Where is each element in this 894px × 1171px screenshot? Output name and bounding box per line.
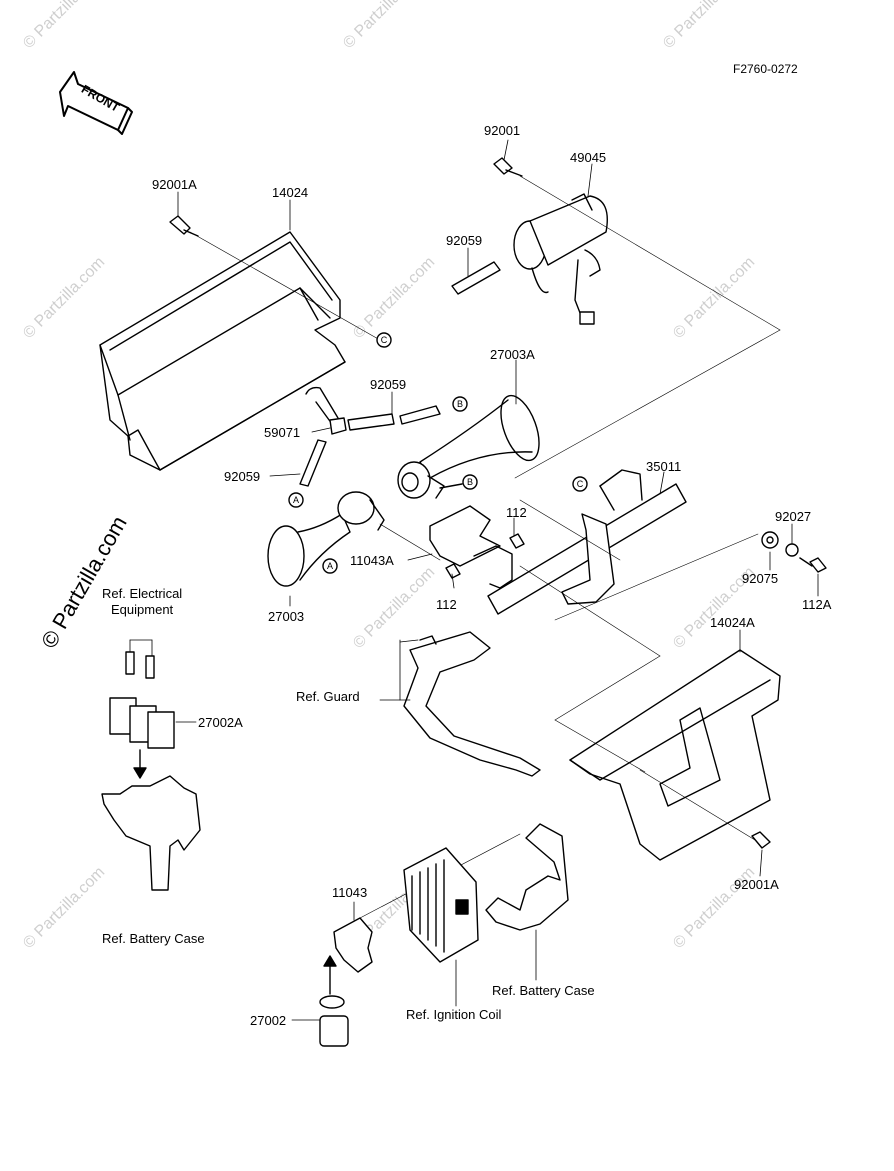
relay-27002 — [291, 955, 349, 1047]
nut-92075 — [761, 531, 779, 549]
part-label-27003: 27003 — [268, 609, 305, 624]
ref-battery-case-left: Ref. Battery Case — [102, 931, 205, 946]
solenoid-49045 — [513, 175, 781, 479]
ref-ignition-coil: Ref. Ignition Coil — [406, 1007, 502, 1022]
bracket-battery-case-left — [101, 775, 201, 891]
leader-lines — [177, 139, 819, 921]
part-label-35011: 35011 — [646, 459, 682, 474]
part-label-27002: 27002 — [250, 1013, 287, 1028]
fuses-electrical — [125, 639, 155, 679]
bracket-battery-case-right — [485, 823, 569, 981]
callout-circles — [288, 332, 588, 574]
bolt-92001A-bottom — [751, 831, 771, 849]
part-label-92001A-top: 92001A — [152, 177, 197, 192]
bolt-112-a — [509, 533, 525, 549]
bracket-11043A — [429, 505, 501, 567]
part-label-14024A: 14024A — [710, 615, 755, 630]
part-label-11043: 11043 — [332, 885, 368, 900]
washer-92027 — [785, 543, 799, 557]
tube-92059-top — [451, 261, 501, 295]
ref-guard: Ref. Guard — [296, 689, 360, 704]
hose-assembly-59071 — [299, 386, 441, 487]
callout-c-1: C — [381, 335, 388, 345]
cover-14024 — [99, 231, 346, 471]
bracket-35011 — [473, 469, 687, 721]
callout-b-1: B — [457, 399, 463, 409]
part-label-92075: 92075 — [742, 571, 779, 586]
horn-27003 — [267, 491, 441, 587]
part-label-112-a: 112 — [506, 505, 527, 520]
part-label-92001A-bottom: 92001A — [734, 877, 779, 892]
part-label-92059-mid: 92059 — [370, 377, 407, 392]
front-arrow-icon — [59, 71, 133, 135]
part-label-112A: 112A — [802, 597, 832, 612]
part-label-112: 112 — [436, 597, 457, 612]
callout-a-2: A — [327, 561, 333, 571]
guard — [399, 631, 541, 777]
part-label-14024: 14024 — [272, 185, 309, 200]
cover-14024A — [554, 649, 781, 861]
bolt-112A — [554, 533, 827, 621]
part-label-92027: 92027 — [775, 509, 812, 524]
relay-27002A — [109, 697, 197, 779]
callout-a-1: A — [293, 495, 299, 505]
ignition-coil — [403, 847, 479, 1007]
ref-battery-case-right: Ref. Battery Case — [492, 983, 595, 998]
diagram-code: F2760-0272 — [733, 62, 798, 76]
part-label-92001: 92001 — [484, 123, 521, 138]
part-label-27003A: 27003A — [490, 347, 535, 362]
callout-c-2: C — [577, 479, 584, 489]
callout-b-2: B — [467, 477, 473, 487]
bolt-112-b — [445, 563, 461, 579]
part-label-11043A: 11043A — [350, 553, 394, 568]
part-label-27002A: 27002A — [198, 715, 243, 730]
bolt-92001 — [493, 157, 523, 177]
part-label-92059-top: 92059 — [446, 233, 483, 248]
part-label-92059-low: 92059 — [224, 469, 261, 484]
part-label-49045: 49045 — [570, 150, 607, 165]
bolt-92001A-top — [169, 215, 381, 341]
ref-electrical-equipment: Ref. Electrical Equipment — [102, 586, 183, 618]
part-label-59071: 59071 — [264, 425, 301, 440]
horn-27003A — [397, 394, 540, 499]
